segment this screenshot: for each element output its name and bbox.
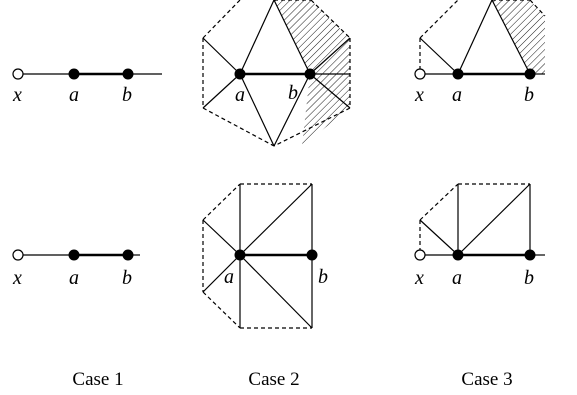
case3-top-panel: x a b [414, 0, 546, 106]
case2-top-node-a [234, 68, 246, 80]
case2-top-dashed-boundary-lower-right [273, 107, 351, 147]
case3-top-node-x [414, 68, 426, 80]
case3-top-edge-a-top [457, 0, 493, 75]
case2-top-label-a: a [235, 84, 245, 106]
case3-bottom-panel: x a b [414, 183, 545, 289]
case2-bottom-edge-a-lower-right [239, 254, 313, 329]
case1-bottom-node-a [68, 249, 80, 261]
case3-bottom-edge-a-upper-right [457, 183, 531, 256]
case2-top-edge-b-top [273, 0, 311, 75]
case3-bottom-node-b [524, 249, 536, 261]
case1-top-node-b [122, 68, 134, 80]
case2-top-dashed-boundary-upper-right [310, 0, 351, 39]
case3-bottom-label-b: b [524, 267, 534, 289]
case2-bottom-dashed-lower-left [202, 291, 241, 329]
case1-bottom-label-x: x [12, 267, 22, 289]
case2-top-edge-a-bottom [239, 73, 275, 147]
case2-bottom-edge-a-upper-left [202, 219, 241, 256]
case2-top-dashed-boundary-upper-left [202, 0, 241, 39]
case2-top-panel: a b [202, 0, 351, 147]
case3-top-label-x: x [414, 84, 424, 106]
case3-bottom-dashed-upper-left [419, 183, 459, 221]
case3-bottom-node-a [452, 249, 464, 261]
case2-bottom-node-b [306, 249, 318, 261]
case2-top-dashed-boundary-lower-left [202, 107, 275, 147]
case2-bottom-edge-a-upper-right [239, 183, 313, 256]
case2-top-edge-b-lower-right [309, 73, 351, 109]
case2-top-label-b: b [288, 82, 298, 104]
case2-bottom-edge-a-lower-left [202, 254, 241, 293]
case3-top-hatched-region [492, 0, 545, 74]
case1-top-node-a [68, 68, 80, 80]
case2-bottom-label-a: a [224, 266, 234, 288]
case2-bottom-dashed-upper-left [202, 183, 241, 221]
case1-top-node-x [12, 68, 24, 80]
case2-top-edge-a-lower-left [202, 73, 241, 109]
case3-top-dashed-upper-left [419, 0, 459, 39]
case3-bottom-edge-a-upper-left [419, 219, 459, 256]
case3-top-label-b: b [524, 84, 534, 106]
case3-top-node-a [452, 68, 464, 80]
case2-bottom-panel: a b [202, 183, 328, 329]
case1-bottom-node-b [122, 249, 134, 261]
caption-case-2: Case 2 [248, 369, 299, 390]
case1-top-label-x: x [12, 84, 22, 106]
case2-top-edge-b-bottom [273, 73, 311, 147]
case3-bottom-node-x [414, 249, 426, 261]
case2-top-edge-b-upper-right [309, 37, 351, 75]
case1-top-label-a: a [69, 84, 79, 106]
case3-bottom-label-x: x [414, 267, 424, 289]
case3-bottom-label-a: a [452, 267, 462, 289]
case2-top-node-b [304, 68, 316, 80]
case2-bottom-label-b: b [318, 266, 328, 288]
case1-top-label-b: b [122, 84, 132, 106]
case2-bottom-node-a [234, 249, 246, 261]
case1-bottom-label-a: a [69, 267, 79, 289]
case2-top-edge-a-top [239, 0, 275, 75]
caption-case-1: Case 1 [72, 369, 123, 390]
case1-bottom-label-b: b [122, 267, 132, 289]
case1-bottom-panel: x a b [12, 249, 140, 289]
case3-top-label-a: a [452, 84, 462, 106]
case3-top-edge-a-upper-left [419, 37, 459, 75]
case3-top-dashed-upper-right [529, 0, 546, 17]
case3-top-node-b [524, 68, 536, 80]
caption-case-3: Case 3 [461, 369, 512, 390]
case3-top-edge-b-top [491, 0, 531, 75]
case1-bottom-node-x [12, 249, 24, 261]
case2-top-edge-a-upper-left [202, 37, 241, 75]
case1-top-panel: x a b [12, 68, 162, 106]
